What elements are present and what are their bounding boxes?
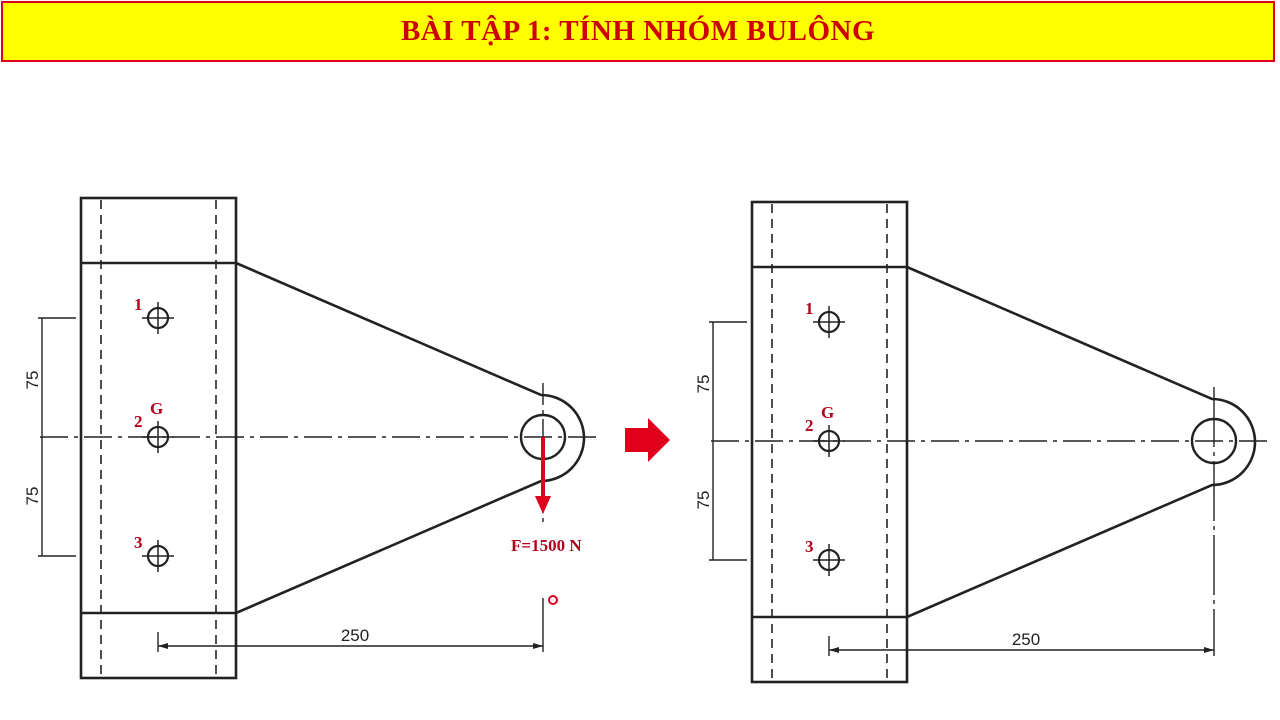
right-center-label: G xyxy=(821,403,834,422)
bolt-3-icon xyxy=(811,542,847,578)
left-column-outline xyxy=(79,196,238,680)
page-title: BÀI TẬP 1: TÍNH NHÓM BULÔNG xyxy=(400,15,876,47)
bolt-2-icon xyxy=(140,419,176,455)
right-dim-vertical-top: 75 xyxy=(694,375,713,394)
left-bolt-label-1: 1 xyxy=(134,295,143,314)
left-dim-vertical-top: 75 xyxy=(23,371,42,390)
right-dim-vertical-bottom: 75 xyxy=(694,491,713,510)
right-dim-horizontal: 250 xyxy=(1012,630,1040,649)
left-figure: 75 75 250 1 2 3 G F=1500 N xyxy=(23,196,600,680)
left-bracket-plate xyxy=(235,261,586,615)
bolt-1-icon xyxy=(811,304,847,340)
right-bracket-plate xyxy=(906,265,1257,619)
right-column-outline xyxy=(750,200,909,684)
bolt-1-icon xyxy=(140,300,176,336)
left-bolt-label-3: 3 xyxy=(134,533,143,552)
left-dim-horizontal: 250 xyxy=(341,626,369,645)
bolt-3-icon xyxy=(140,538,176,574)
cursor-marker-icon xyxy=(548,595,558,605)
force-arrow-head xyxy=(535,496,551,514)
left-dim-vertical-bottom: 75 xyxy=(23,487,42,506)
right-bolt-label-1: 1 xyxy=(805,299,814,318)
left-bolt-label-2: 2 xyxy=(134,412,143,431)
right-bolt-label-2: 2 xyxy=(805,416,814,435)
right-arrow-icon xyxy=(625,418,670,462)
bolt-2-icon xyxy=(811,423,847,459)
left-center-label: G xyxy=(150,399,163,418)
title-banner: BÀI TẬP 1: TÍNH NHÓM BULÔNG xyxy=(1,1,1275,62)
right-figure: 75 75 250 1 2 3 G xyxy=(694,200,1272,684)
right-bolt-label-3: 3 xyxy=(805,537,814,556)
force-label: F=1500 N xyxy=(511,536,582,555)
